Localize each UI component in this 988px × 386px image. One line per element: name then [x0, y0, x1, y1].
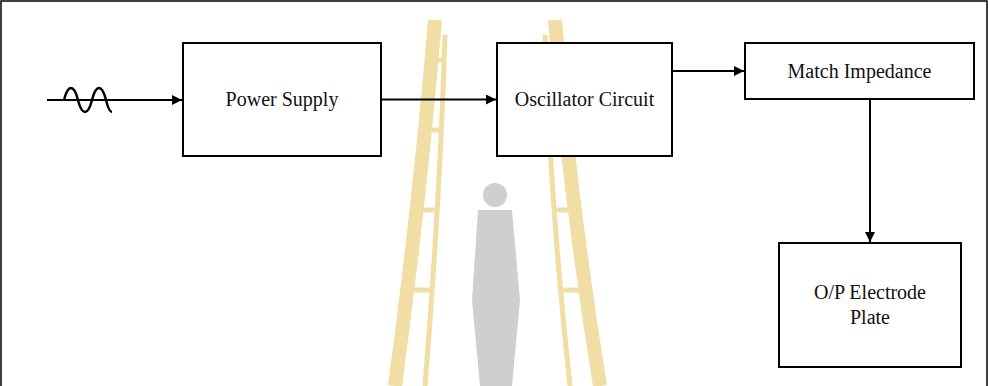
arrow-connector	[382, 99, 496, 101]
arrow-connector	[869, 100, 871, 242]
box-label: Match Impedance	[788, 59, 932, 84]
process-box: Power Supply	[182, 42, 382, 157]
box-label: Power Supply	[226, 87, 339, 112]
box-label: Oscillator Circuit	[515, 87, 654, 112]
process-box: O/P Electrode Plate	[778, 242, 962, 368]
box-label: O/P Electrode Plate	[795, 280, 945, 330]
arrow-connector	[673, 70, 744, 72]
ac-input-symbol	[47, 88, 182, 112]
process-box: Oscillator Circuit	[496, 42, 673, 157]
process-box: Match Impedance	[744, 42, 975, 100]
